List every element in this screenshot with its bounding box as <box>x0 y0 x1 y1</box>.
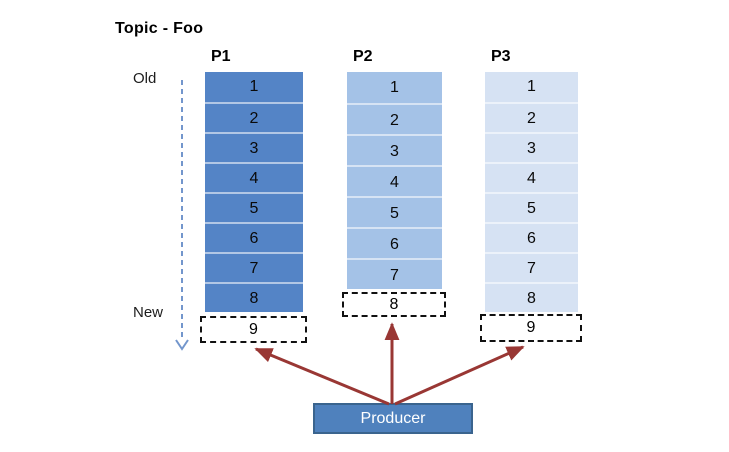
partition-cell: 4 <box>485 162 578 192</box>
partition-cell: 3 <box>205 132 303 162</box>
old-to-new-arrowhead <box>175 339 189 351</box>
partition-cell: 5 <box>205 192 303 222</box>
partition-cell: 1 <box>249 78 259 95</box>
next-offset-box: 8 <box>342 292 446 317</box>
partition-cell: 8 <box>205 282 303 312</box>
producer-arrow-p3 <box>394 345 525 406</box>
partition-cell: 3 <box>347 134 442 165</box>
old-label: Old <box>133 70 157 87</box>
next-offset-box: 9 <box>480 314 582 342</box>
partition-cell: 7 <box>485 252 578 282</box>
partition-cell: 3 <box>485 132 578 162</box>
partition-cell: 8 <box>485 282 578 312</box>
producer-arrow-p1 <box>254 347 390 406</box>
partition-cell: 6 <box>205 222 303 252</box>
partition-label: P1 <box>211 48 231 65</box>
partition-cell: 4 <box>347 165 442 196</box>
partition-cell: 7 <box>347 258 442 289</box>
partition-cell: 6 <box>347 227 442 258</box>
partition-cell: 2 <box>347 103 442 134</box>
partition-cell: 5 <box>347 196 442 227</box>
producer-label: Producer <box>360 410 426 427</box>
partition-cell: 4 <box>205 162 303 192</box>
partition-cell: 5 <box>485 192 578 222</box>
new-label: New <box>133 304 164 321</box>
next-offset-box: 9 <box>200 316 307 343</box>
partition-cell: 2 <box>485 102 578 132</box>
producer-box: Producer <box>313 403 473 434</box>
partition-cell: 1 <box>390 79 399 96</box>
partition-cell: 1 <box>527 78 536 95</box>
partition-cell: 7 <box>205 252 303 282</box>
partition-label: P2 <box>353 48 373 65</box>
partition-label: P3 <box>491 48 511 65</box>
partition-cell: 6 <box>485 222 578 252</box>
topic-title: Topic - Foo <box>115 20 204 37</box>
partition-cell: 2 <box>205 102 303 132</box>
